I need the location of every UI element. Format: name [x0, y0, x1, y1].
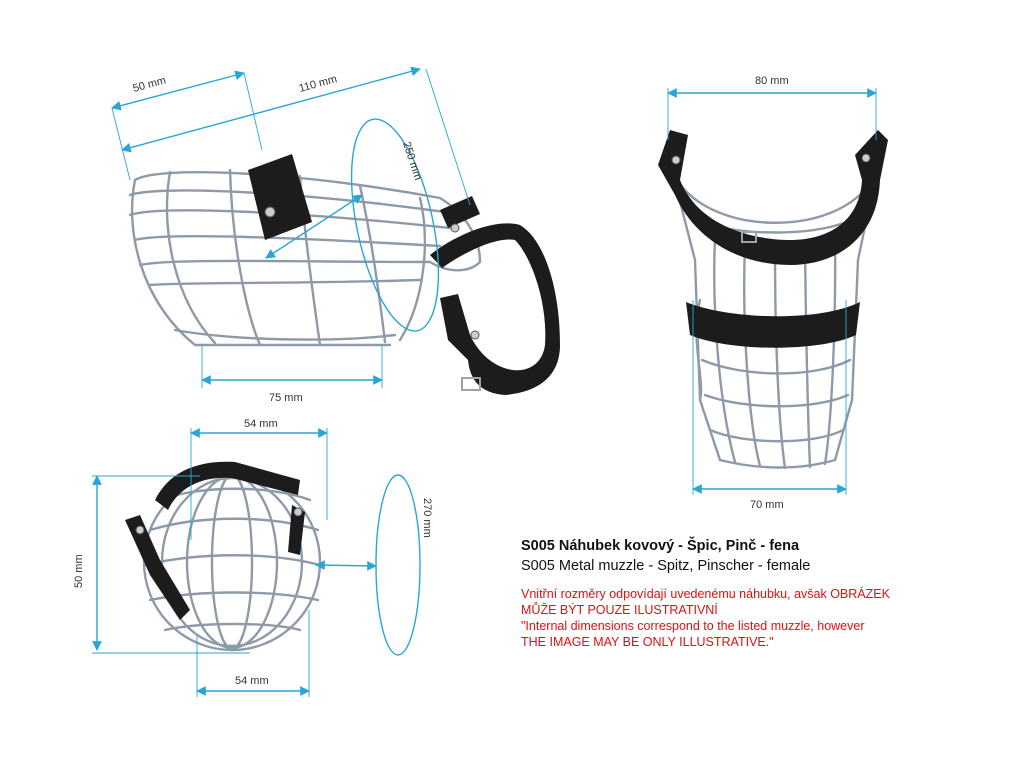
back-view-leather-straps [658, 130, 888, 348]
disclaimer-note: Vnitřní rozměry odpovídají uvedenému náh… [521, 586, 941, 650]
product-subtitle: S005 Metal muzzle - Spitz, Pinscher - fe… [521, 558, 811, 574]
back-dim-bottom-label: 70 mm [750, 499, 784, 511]
disclaimer-line: MŮŽE BÝT POUZE ILUSTRATIVNÍ [521, 603, 718, 617]
front-view-rivets [135, 507, 303, 535]
back-dim-top-label: 80 mm [755, 75, 789, 87]
disclaimer-line: "Internal dimensions correspond to the l… [521, 619, 865, 633]
back-view-muzzle [658, 130, 888, 470]
product-caption: S005 Náhubek kovový - Špic, Pinč - fena … [521, 538, 941, 650]
side-dim-bottom-label: 75 mm [269, 392, 303, 404]
side-dim-circumference-label: 250 mm [400, 140, 424, 182]
front-dim-left-label: 50 mm [73, 554, 85, 588]
side-dim-top-short-label: 50 mm [132, 75, 168, 95]
back-view-rivets [671, 153, 871, 243]
disclaimer-line: Vnitřní rozměry odpovídají uvedenému náh… [521, 587, 890, 601]
front-view-muzzle [125, 461, 322, 652]
side-view-muzzle [128, 154, 560, 395]
front-dim-bottom-label: 54 mm [235, 675, 269, 687]
front-dim-top-label: 54 mm [244, 418, 278, 430]
front-dim-circumference-label: 270 mm [421, 498, 433, 538]
side-view-leather-straps [248, 154, 560, 395]
dimension-lines [92, 66, 877, 697]
disclaimer-line: THE IMAGE MAY BE ONLY ILLUSTRATIVE." [521, 635, 774, 649]
side-dim-top-long-label: 110 mm [298, 73, 339, 95]
product-title: S005 Náhubek kovový - Špic, Pinč - fena [521, 538, 800, 554]
